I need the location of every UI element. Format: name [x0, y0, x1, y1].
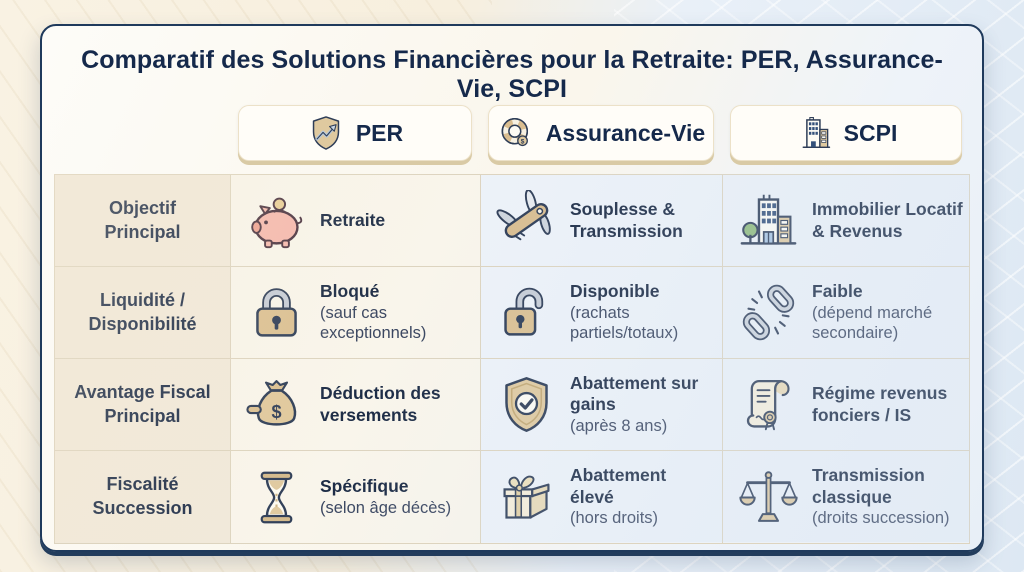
scales-icon: [738, 467, 799, 528]
cell-subtitle: (dépend marché secondaire): [812, 303, 933, 343]
buildings-tree-icon: [738, 190, 799, 251]
padlock-closed-icon: [246, 282, 307, 343]
hourglass-icon: [246, 467, 307, 528]
shield-growth-icon: [307, 114, 345, 152]
row-label-fiscalite-succession: Fiscalité Succession: [55, 451, 231, 543]
column-header-row: PER $ Assurance-Vie SCPI: [54, 105, 970, 161]
cell-fiscal-per: $ Déduction des versements: [231, 359, 481, 451]
cell-objectif-assurance-vie: Souplesse & Transmission: [481, 175, 723, 267]
gift-box-icon: [496, 467, 557, 528]
cell-title: Spécifique: [320, 475, 409, 496]
cell-title: Régime revenus fonciers / IS: [812, 382, 948, 425]
column-label-assurance-vie: Assurance-Vie: [545, 119, 706, 146]
per-header-box: PER: [238, 105, 472, 161]
cell-title: Retraite: [320, 209, 386, 230]
cell-title: Abattement sur gains: [570, 372, 699, 415]
header-spacer: [54, 105, 230, 161]
column-header-scpi: SCPI: [722, 105, 970, 161]
cell-title: Faible: [812, 281, 863, 302]
column-label-scpi: SCPI: [843, 119, 898, 146]
cell-title: Disponible: [570, 281, 660, 302]
comparison-card: Comparatif des Solutions Financières pou…: [40, 24, 984, 552]
money-bag-icon: $: [246, 374, 307, 435]
column-header-assurance-vie: $ Assurance-Vie: [480, 105, 722, 161]
column-header-per: PER: [230, 105, 480, 161]
cell-succession-per: Spécifique (selon âge décès): [231, 451, 481, 543]
cell-title: Souplesse & Transmission: [570, 198, 683, 241]
building-icon: [795, 114, 833, 152]
cell-liquidite-assurance-vie: Disponible(rachats partiels/totaux): [481, 267, 723, 359]
broken-chain-icon: [738, 282, 799, 343]
comparison-table: Objectif Principal Retraite Souplesse & …: [54, 174, 970, 544]
cell-objectif-per: Retraite: [231, 175, 481, 267]
swiss-army-knife-icon: [496, 190, 557, 251]
cell-title: Bloqué: [320, 281, 380, 302]
column-label-per: PER: [355, 119, 404, 146]
cell-subtitle: (hors droits): [570, 509, 659, 528]
cell-fiscal-scpi: Régime revenus fonciers / IS: [723, 359, 969, 451]
cell-subtitle: (sauf cas exceptionnels): [320, 303, 427, 343]
cell-liquidite-per: Bloqué(sauf cas exceptionnels): [231, 267, 481, 359]
row-label-avantage-fiscal: Avantage Fiscal Principal: [55, 359, 231, 451]
cell-title: Transmission classique: [812, 465, 925, 507]
row-label-liquidite-disponibilite: Liquidité / Disponibilité: [55, 267, 231, 359]
cell-objectif-scpi: Immobilier Locatif & Revenus: [723, 175, 969, 267]
cell-subtitle: (droits succession): [812, 509, 950, 528]
cell-title: Abattement élevé: [570, 465, 667, 507]
cell-title: Immobilier Locatif & Revenus: [812, 198, 963, 241]
cell-succession-scpi: Transmission classique (droits succession…: [723, 451, 969, 543]
scpi-header-box: SCPI: [730, 105, 962, 161]
lifebuoy-icon: $: [497, 114, 535, 152]
svg-text:$: $: [271, 402, 281, 422]
assurance-vie-header-box: $ Assurance-Vie: [488, 105, 714, 161]
cell-subtitle: (rachats partiels/totaux): [570, 303, 679, 343]
piggy-bank-icon: [246, 190, 307, 251]
scroll-seal-icon: [738, 374, 799, 435]
cell-fiscal-assurance-vie: Abattement sur gains(après 8 ans): [481, 359, 723, 451]
cell-succession-assurance-vie: Abattement élevé (hors droits): [481, 451, 723, 543]
svg-text:$: $: [521, 138, 525, 145]
padlock-open-icon: [496, 282, 557, 343]
cell-liquidite-scpi: Faible(dépend marché secondaire): [723, 267, 969, 359]
cell-subtitle: (après 8 ans): [570, 416, 668, 435]
row-label-objectif-principal: Objectif Principal: [55, 175, 231, 267]
cell-subtitle: (selon âge décès): [320, 498, 452, 517]
shield-check-icon: [496, 374, 557, 435]
cell-title: Déduction des versements: [320, 382, 441, 425]
page-title: Comparatif des Solutions Financières pou…: [81, 46, 943, 103]
